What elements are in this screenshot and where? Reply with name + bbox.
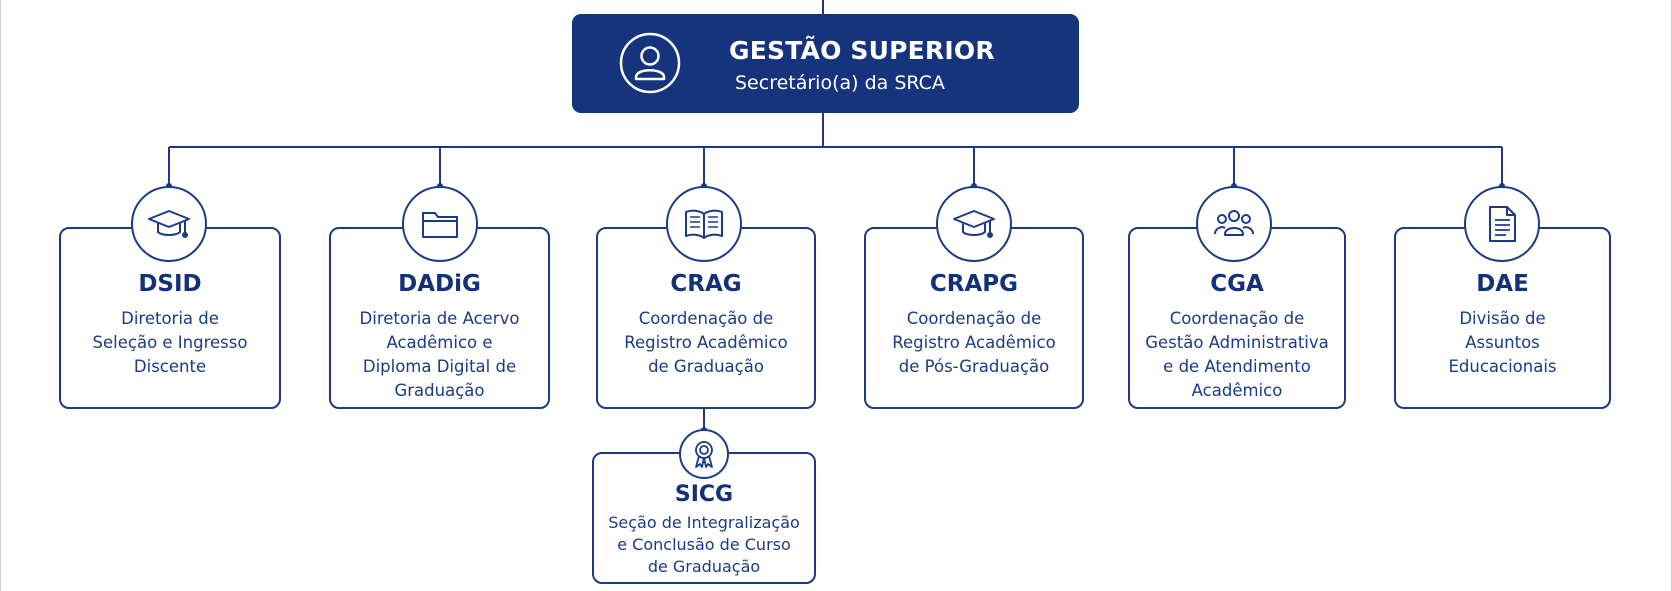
top-subtitle: Secretário(a) da SRCA	[735, 72, 945, 94]
badge-dadig	[402, 186, 478, 262]
unit-description-line: Coordenação de	[638, 309, 774, 328]
unit-description-line: Acadêmico e	[386, 333, 493, 352]
unit-description: Seção de Integralização e Conclusão de C…	[598, 512, 810, 578]
folder-icon	[422, 212, 458, 238]
unit-code: DSID	[138, 271, 202, 297]
unit-description-line: Divisão de	[1459, 309, 1546, 328]
top-title: GESTÃO SUPERIOR	[729, 36, 995, 65]
unit-description-line: Acadêmico	[1191, 381, 1283, 400]
unit-description-line: Gestão Administrativa	[1145, 333, 1329, 352]
left-frame-edge	[0, 0, 1, 591]
unit-description: Coordenação de Registro Acadêmico de Gra…	[602, 307, 810, 379]
unit-description: Coordenação de Gestão Administrativa e d…	[1134, 307, 1340, 403]
unit-box-dadig: DADiG Diretoria de Acervo Acadêmico e Di…	[329, 227, 550, 409]
open-book-icon	[685, 209, 723, 239]
badge-sicg	[679, 429, 729, 479]
unit-description-line: de Graduação	[648, 357, 764, 376]
badge-crag	[666, 186, 742, 262]
unit-description-line: Registro Acadêmico	[624, 333, 788, 352]
unit-description-line: Seção de Integralização	[608, 513, 800, 532]
unit-box-cga: CGA Coordenação de Gestão Administrativa…	[1128, 227, 1346, 409]
unit-code: CRAG	[670, 271, 742, 297]
unit-description-line: Seleção e Ingresso	[92, 333, 248, 352]
document-icon	[1489, 206, 1516, 242]
unit-description-line: Assuntos	[1465, 333, 1540, 352]
award-ribbon-icon	[695, 441, 713, 468]
unit-description: Diretoria de Acervo Acadêmico e Diploma …	[335, 307, 544, 403]
unit-description-line: Coordenação de	[906, 309, 1042, 328]
unit-description-line: Coordenação de	[1169, 309, 1305, 328]
unit-description-line: e de Atendimento	[1163, 357, 1311, 376]
top-management-box: GESTÃO SUPERIOR Secretário(a) da SRCA	[572, 14, 1079, 113]
unit-description-line: Diploma Digital de	[362, 357, 517, 376]
unit-description-line: Diretoria de Acervo	[359, 309, 520, 328]
unit-description-line: e Conclusão de Curso	[617, 535, 791, 554]
unit-code: SICG	[674, 482, 734, 507]
unit-description: Diretoria de Seleção e Ingresso Discente	[65, 307, 275, 379]
user-icon	[619, 32, 681, 94]
unit-code: DADiG	[398, 271, 481, 297]
badge-dsid	[131, 186, 207, 262]
graduation-cap-icon	[953, 210, 995, 238]
badge-crapg	[936, 186, 1012, 262]
badge-dae	[1464, 186, 1540, 262]
unit-code: CRAPG	[929, 271, 1019, 297]
unit-code: DAE	[1476, 271, 1529, 297]
unit-description-line: de Pós-Graduação	[898, 357, 1050, 376]
unit-description-line: Graduação	[394, 381, 485, 400]
badge-cga	[1196, 186, 1272, 262]
unit-description-line: de Graduação	[647, 557, 761, 576]
unit-description-line: Educacionais	[1448, 357, 1557, 376]
unit-description-line: Registro Acadêmico	[892, 333, 1056, 352]
unit-description-line: Diretoria de	[121, 309, 219, 328]
unit-code: CGA	[1210, 271, 1264, 297]
people-group-icon	[1214, 210, 1254, 236]
unit-description-line: Discente	[133, 357, 207, 376]
unit-description: Coordenação de Registro Acadêmico de Pós…	[870, 307, 1078, 379]
graduation-cap-icon	[148, 210, 190, 238]
unit-description: Divisão de Assuntos Educacionais	[1400, 307, 1605, 379]
